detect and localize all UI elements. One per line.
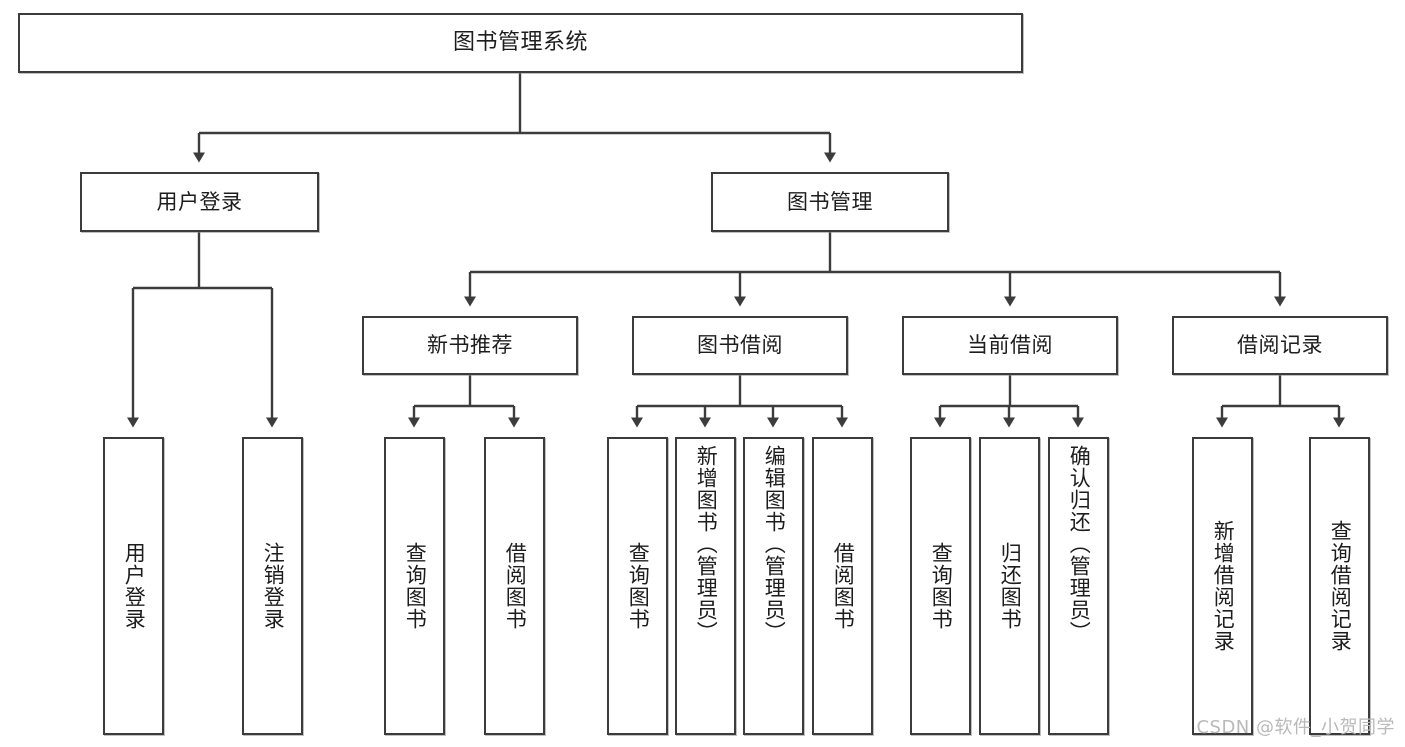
node-book-borrow-label: 图书借阅	[697, 333, 783, 358]
node-current-borrow-label: 当前借阅	[967, 333, 1053, 358]
node-new-book-recommend[interactable]: 新书推荐	[362, 316, 578, 375]
node-leaf-query-book-2[interactable]: 查询图书	[607, 437, 668, 735]
node-leaf-confirm-return-label: 确认归还（管理员）	[1067, 445, 1092, 643]
node-root[interactable]: 图书管理系统	[18, 13, 1023, 73]
node-leaf-edit-book[interactable]: 编辑图书（管理员）	[743, 437, 804, 735]
node-leaf-query-record-label: 查询借阅记录	[1328, 520, 1353, 652]
node-leaf-confirm-return[interactable]: 确认归还（管理员）	[1048, 437, 1109, 735]
node-leaf-add-record[interactable]: 新增借阅记录	[1192, 437, 1253, 735]
node-current-borrow[interactable]: 当前借阅	[902, 316, 1118, 375]
node-leaf-query-record[interactable]: 查询借阅记录	[1309, 437, 1370, 735]
node-leaf-query-book-3-label: 查询图书	[929, 542, 954, 630]
node-book-management-label: 图书管理	[787, 189, 873, 214]
node-leaf-add-record-label: 新增借阅记录	[1211, 520, 1236, 652]
node-user-login-label: 用户登录	[156, 189, 243, 214]
node-leaf-borrow-book-2[interactable]: 借阅图书	[812, 437, 873, 735]
node-borrow-record[interactable]: 借阅记录	[1172, 316, 1388, 375]
node-leaf-borrow-book-1[interactable]: 借阅图书	[484, 437, 545, 735]
node-root-label: 图书管理系统	[452, 30, 588, 56]
node-leaf-logout-login[interactable]: 注销登录	[242, 437, 303, 735]
node-leaf-logout-login-label: 注销登录	[261, 542, 286, 630]
node-leaf-borrow-book-1-label: 借阅图书	[503, 542, 528, 630]
node-user-login[interactable]: 用户登录	[80, 172, 319, 232]
node-leaf-user-login-label: 用户登录	[122, 542, 147, 630]
node-leaf-user-login[interactable]: 用户登录	[103, 437, 164, 735]
node-leaf-query-book-1-label: 查询图书	[403, 542, 428, 630]
node-leaf-return-book-label: 归还图书	[998, 542, 1023, 630]
node-book-borrow[interactable]: 图书借阅	[632, 316, 848, 375]
node-leaf-query-book-3[interactable]: 查询图书	[910, 437, 971, 735]
node-book-management[interactable]: 图书管理	[711, 172, 949, 232]
node-leaf-query-book-2-label: 查询图书	[626, 542, 651, 630]
node-leaf-borrow-book-2-label: 借阅图书	[831, 542, 856, 630]
node-leaf-query-book-1[interactable]: 查询图书	[384, 437, 445, 735]
node-leaf-add-book[interactable]: 新增图书（管理员）	[675, 437, 736, 735]
node-leaf-add-book-label: 新增图书（管理员）	[694, 445, 719, 643]
node-leaf-return-book[interactable]: 归还图书	[979, 437, 1040, 735]
node-borrow-record-label: 借阅记录	[1237, 333, 1323, 358]
csdn-watermark: CSDN @软件_小贺同学	[1196, 717, 1395, 738]
node-leaf-edit-book-label: 编辑图书（管理员）	[762, 445, 787, 643]
node-new-book-recommend-label: 新书推荐	[427, 333, 513, 358]
